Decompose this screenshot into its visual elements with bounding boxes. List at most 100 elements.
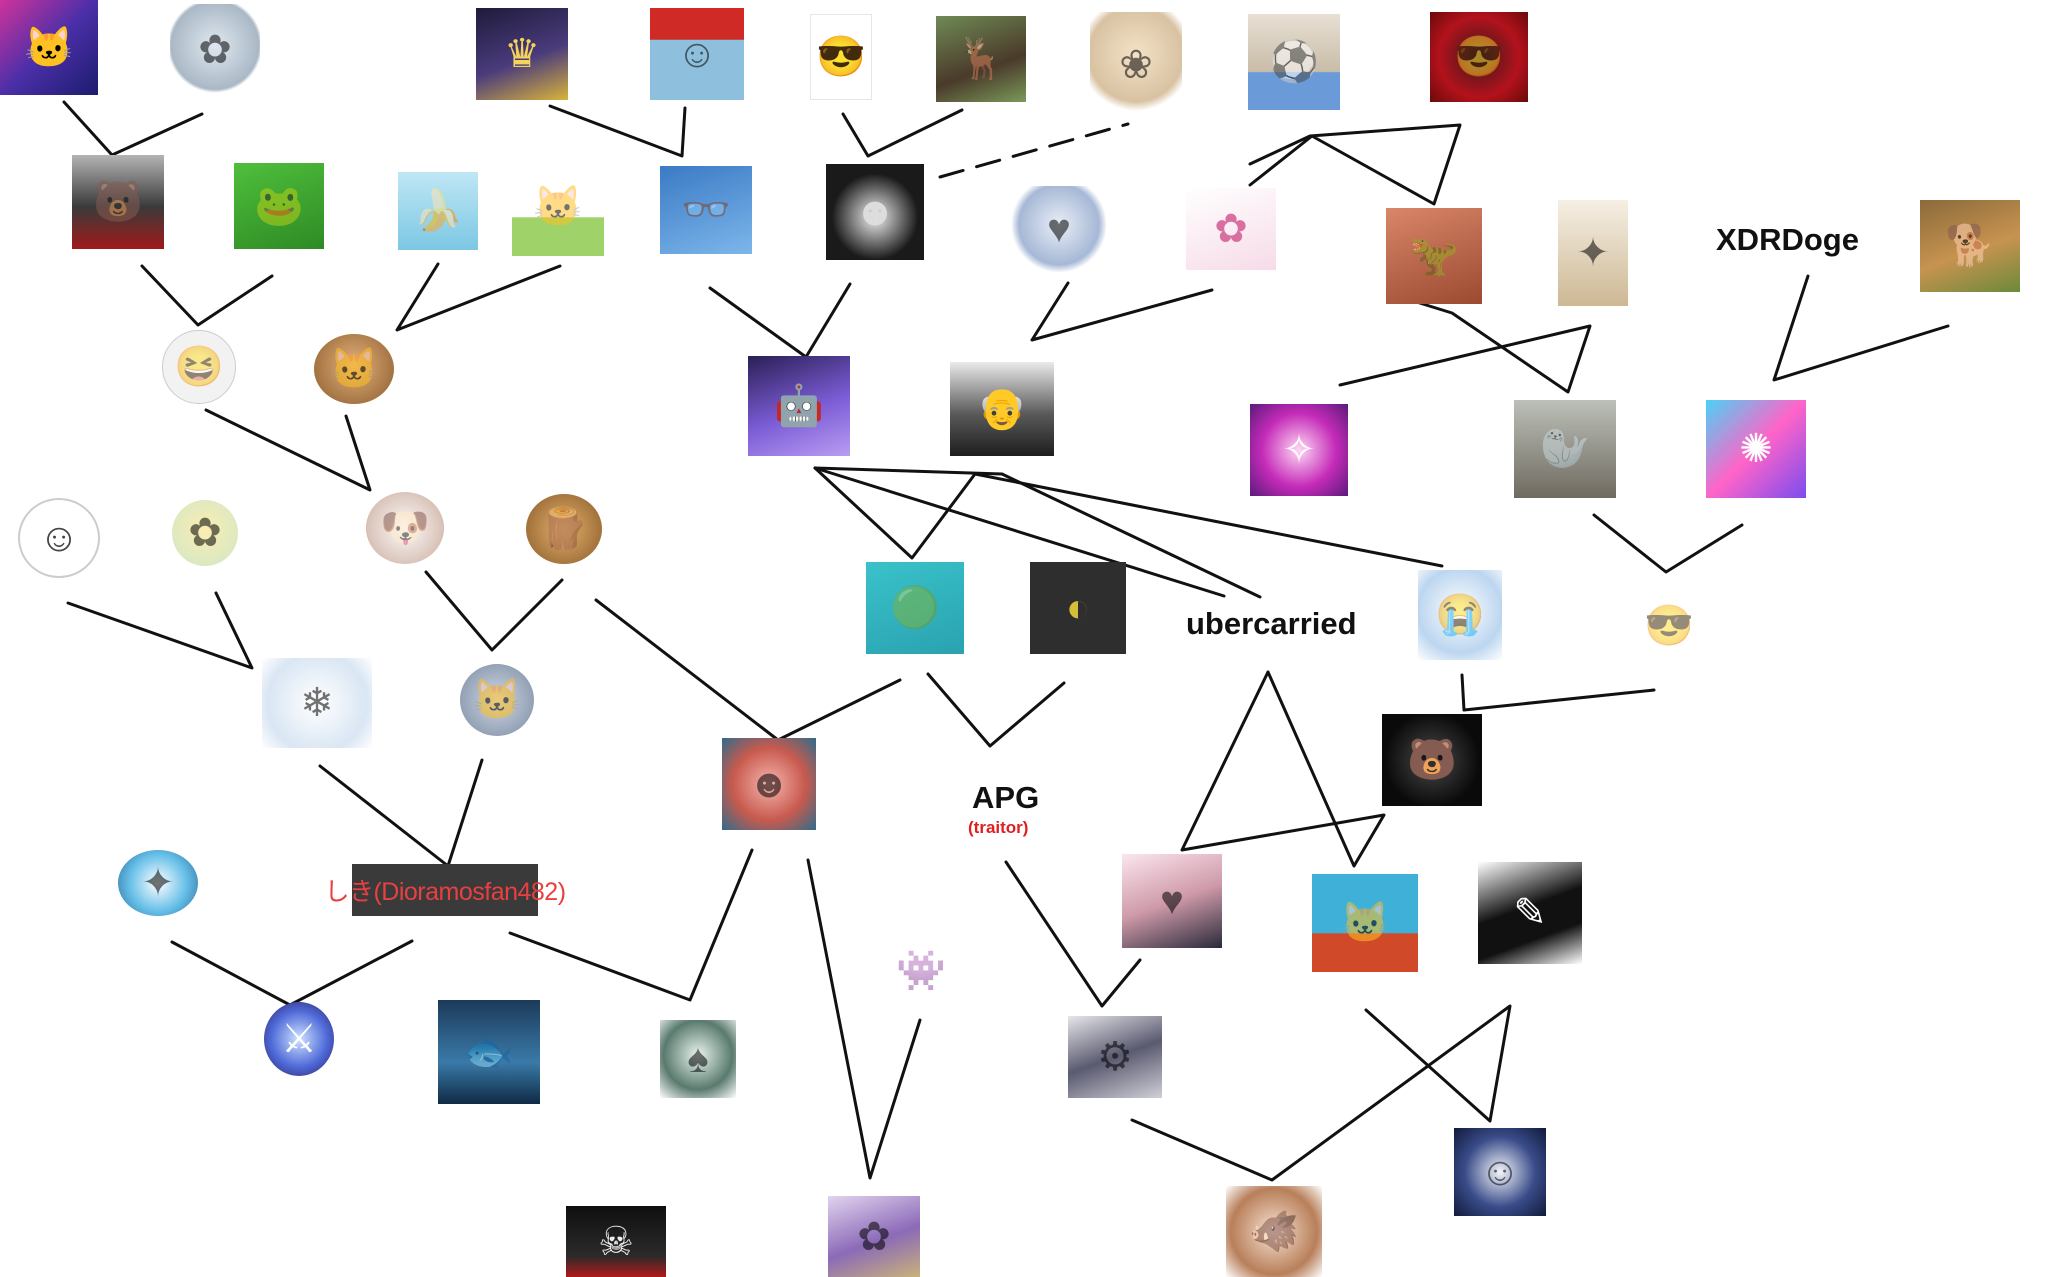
bear-icon: 🐻	[93, 180, 143, 224]
avatar-grim-reaper[interactable]: ☠	[566, 1206, 666, 1277]
avatar-silver-anime-girl[interactable]: ✿	[170, 4, 260, 96]
connector-dashed	[938, 122, 1130, 179]
flower-icon: ✿	[1214, 207, 1248, 251]
avatar-blonde-anime-girl[interactable]: ❀	[1090, 12, 1182, 118]
avatar-soldier-girl[interactable]: ✦	[1558, 200, 1628, 306]
laugh-icon: 😆	[174, 345, 224, 389]
avatar-black-white-scribble[interactable]: ✎	[1478, 862, 1582, 964]
avatar-smiling-seal[interactable]: 🦭	[1514, 400, 1616, 498]
connector	[594, 598, 902, 742]
connector	[170, 939, 414, 1007]
avatar-frog-meme[interactable]: 🐸	[234, 163, 324, 249]
avatar-sunglasses-man-red[interactable]: 😎	[1430, 12, 1528, 102]
robot-icon: 🤖	[774, 384, 824, 428]
fish-icon: 🐟	[464, 1030, 514, 1074]
avatar-dark-bird[interactable]: ◐	[1030, 562, 1126, 654]
pixel-creature-icon: 👾	[896, 949, 946, 993]
avatar-girl-on-ball[interactable]: ⚽	[1248, 14, 1340, 110]
label-xdrdoge: XDRDoge	[1716, 222, 1859, 257]
connector	[548, 104, 687, 158]
crying-icon: 😭	[1435, 593, 1485, 637]
connector	[66, 591, 254, 670]
avatar-crying-anime-girl[interactable]: 😭	[1418, 570, 1502, 660]
avatar-mecha-character[interactable]: ⚙	[1068, 1016, 1162, 1098]
label-apg: APG	[972, 780, 1040, 815]
sunglasses-face-icon: 😎	[1454, 35, 1504, 79]
person-icon: 👴	[977, 387, 1027, 431]
connector	[708, 282, 852, 359]
soldier-icon: ✦	[1576, 231, 1610, 275]
avatar-pink-light-figure[interactable]: ✧	[1250, 404, 1348, 496]
connector	[841, 108, 964, 158]
seal-icon: 🦭	[1540, 427, 1590, 471]
avatar-colorful-abstract[interactable]: ✺	[1706, 400, 1806, 498]
avatar-pixel-green-creature[interactable]: 👾	[874, 928, 968, 1014]
avatar-blonde-chibi[interactable]: ✿	[172, 500, 238, 566]
anime-girl-icon: ❄	[300, 681, 334, 725]
connector	[813, 466, 1004, 476]
avatar-purple-hair-girl[interactable]: ✿	[828, 1196, 920, 1277]
creature-icon: ☻	[747, 762, 791, 806]
bear-icon: 🐻	[1407, 738, 1457, 782]
avatar-green-slime-car[interactable]: 🟢	[866, 562, 964, 654]
avatar-grey-cat-circle[interactable]: 🐱	[460, 664, 534, 736]
avatar-blue-cap-sunglasses[interactable]: 😎	[1632, 580, 1706, 672]
avatar-white-haired-girl[interactable]: ❄	[262, 658, 372, 748]
connector	[62, 100, 204, 157]
avatar-black-hair-girl[interactable]: ☻	[826, 164, 924, 260]
lynx-icon: 🐱	[329, 347, 379, 391]
avatar-galaxy-cat[interactable]: 🐱	[0, 0, 98, 95]
avatar-red-fish-underwater[interactable]: 🐟	[438, 1000, 540, 1104]
glasses-icon: 👓	[681, 188, 731, 232]
connector	[1000, 472, 1262, 599]
stick-figure-icon: ☺	[38, 516, 80, 560]
avatar-black-bear-dark[interactable]: 🐻	[1382, 714, 1482, 806]
avatar-brown-dogs[interactable]: 🐕	[1920, 200, 2020, 292]
avatar-stick-figure[interactable]: ☺	[18, 498, 100, 578]
label-ubercarried: ubercarried	[1186, 606, 1357, 641]
avatar-old-man-photo[interactable]: 👴	[950, 362, 1054, 456]
connector	[1004, 860, 1142, 1008]
avatar-laughing-sketch[interactable]: 😆	[162, 330, 236, 404]
avatar-couple-anime[interactable]: ♥	[1122, 854, 1222, 948]
avatar-boy-blue-circle[interactable]: ☺	[1454, 1128, 1546, 1216]
avatar-catgirl-blue[interactable]: ♥	[1012, 186, 1106, 272]
avatar-banana-character[interactable]: 🍌	[398, 172, 478, 250]
abstract-icon: ✺	[1739, 427, 1773, 471]
avatar-black-bear-mascot[interactable]: 🐻	[72, 155, 164, 249]
anime-girl-icon: ✿	[857, 1214, 891, 1259]
avatar-white-dog[interactable]: 🐶	[366, 492, 444, 564]
avatar-boar-mask[interactable]: 🐗	[1226, 1186, 1322, 1277]
boar-icon: 🐗	[1249, 1209, 1299, 1254]
slime-icon: 🟢	[890, 586, 940, 630]
avatar-blue-spirit[interactable]: ✦	[118, 850, 198, 916]
cat-icon: 🐱	[24, 25, 74, 70]
avatar-purple-robot[interactable]: 🤖	[748, 356, 850, 456]
avatar-deer[interactable]: 🦌	[936, 16, 1026, 102]
avatar-spiky-pink-creature[interactable]: ☻	[722, 738, 816, 830]
avatar-pink-sketch[interactable]: ✿	[1186, 188, 1276, 270]
avatar-cat-boat[interactable]: 🐱	[1312, 874, 1418, 972]
avatar-log-dog[interactable]: 🪵	[526, 494, 602, 564]
boy-icon: ☺	[1479, 1150, 1521, 1194]
cat-icon: 🐱	[472, 678, 522, 722]
connector	[395, 262, 562, 332]
mecha-icon: ⚙	[1097, 1035, 1133, 1079]
ball-icon: ⚽	[1269, 40, 1319, 84]
cat-icon: 🐱	[533, 185, 583, 229]
avatar-crowned-characters[interactable]: ♛	[476, 8, 568, 100]
bird-icon: ◐	[1065, 586, 1091, 630]
avatar-lynx[interactable]: 🐱	[314, 334, 394, 404]
connector	[1248, 123, 1462, 206]
connector	[1030, 281, 1214, 342]
label-shiki-dioramosfan482: しき(Dioramosfan482)	[324, 864, 566, 916]
avatar-godzilla[interactable]: 🦖	[1386, 208, 1482, 304]
avatar-sunglasses-sketch[interactable]: 😎	[810, 14, 872, 100]
avatar-glasses-anime-girl[interactable]: 👓	[660, 166, 752, 254]
avatar-hooded-figure[interactable]: ♠	[660, 1020, 736, 1098]
avatar-blue-armored-figure[interactable]: ⚔	[264, 1002, 334, 1076]
connector	[508, 848, 754, 1002]
avatar-white-cat[interactable]: 🐱	[512, 158, 604, 256]
avatar-red-hat-boy[interactable]: ☺	[650, 8, 744, 100]
